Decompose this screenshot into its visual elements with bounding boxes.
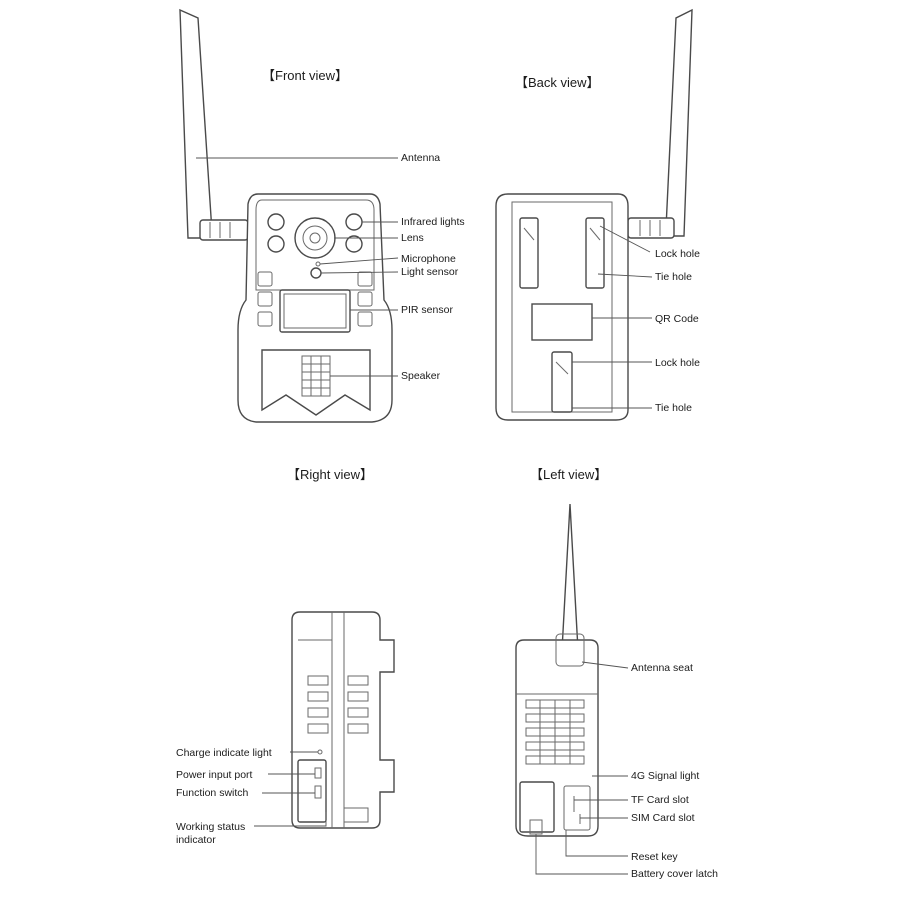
front-antenna (179, 8, 249, 241)
label-speaker: Speaker (401, 370, 441, 382)
infrared-light (267, 213, 285, 231)
label-sim-card-slot: SIM Card slot (631, 812, 695, 824)
left-antenna (561, 503, 579, 651)
strap-slot (585, 217, 605, 289)
power-port (314, 767, 322, 779)
label-4g-signal-light: 4G Signal light (631, 770, 699, 782)
label-qr-code: QR Code (655, 313, 699, 325)
label-power-input-port: Power input port (176, 769, 253, 781)
label-tie-hole-bottom: Tie hole (655, 402, 692, 414)
port-panel (297, 759, 327, 823)
speaker-housing (261, 349, 371, 416)
left-side-vents (525, 699, 585, 765)
label-function-switch: Function switch (176, 787, 249, 799)
front-view: 【Front view】 (179, 8, 465, 423)
label-infrared-lights: Infrared lights (401, 216, 465, 228)
function-switch-control (314, 785, 322, 799)
right-camera-body (291, 611, 395, 829)
pir-sensor (279, 289, 351, 333)
label-pir-sensor: PIR sensor (401, 304, 453, 316)
label-lock-hole-top: Lock hole (655, 248, 700, 260)
label-tie-hole-top: Tie hole (655, 271, 692, 283)
infrared-light (345, 235, 363, 253)
label-light-sensor: Light sensor (401, 266, 459, 278)
qr-code-area (531, 303, 593, 341)
label-charge-indicate-light: Charge indicate light (176, 747, 272, 759)
left-camera-body (515, 503, 599, 837)
infrared-light (267, 235, 285, 253)
back-view-title: 【Back view】 (515, 75, 600, 90)
left-view-title: 【Left view】 (530, 467, 607, 482)
right-side-vents (307, 675, 369, 734)
back-view: 【Back view】 Lock hole (495, 8, 700, 421)
right-view: 【Right view】 C (176, 467, 395, 846)
back-antenna (627, 8, 693, 239)
label-working-status-line2: indicator (176, 834, 216, 846)
label-lock-hole-bottom: Lock hole (655, 357, 700, 369)
label-tf-card-slot: TF Card slot (631, 794, 689, 806)
antenna-seat (555, 633, 585, 667)
battery-cover (519, 781, 555, 833)
front-camera-body (237, 193, 393, 423)
card-slot-panel (563, 785, 591, 831)
label-microphone: Microphone (401, 253, 456, 265)
right-view-title: 【Right view】 (287, 467, 373, 482)
back-camera-body (495, 193, 629, 421)
front-view-title: 【Front view】 (262, 68, 348, 83)
strap-slot (519, 217, 539, 289)
label-battery-cover-latch: Battery cover latch (631, 868, 718, 880)
left-view: 【Left view】 (515, 467, 718, 880)
label-antenna: Antenna (401, 152, 440, 164)
lock-slot (551, 351, 573, 413)
label-working-status-line1: Working status (176, 821, 245, 833)
label-lens: Lens (401, 232, 424, 244)
label-antenna-seat: Antenna seat (631, 662, 693, 674)
label-reset-key: Reset key (631, 851, 678, 863)
